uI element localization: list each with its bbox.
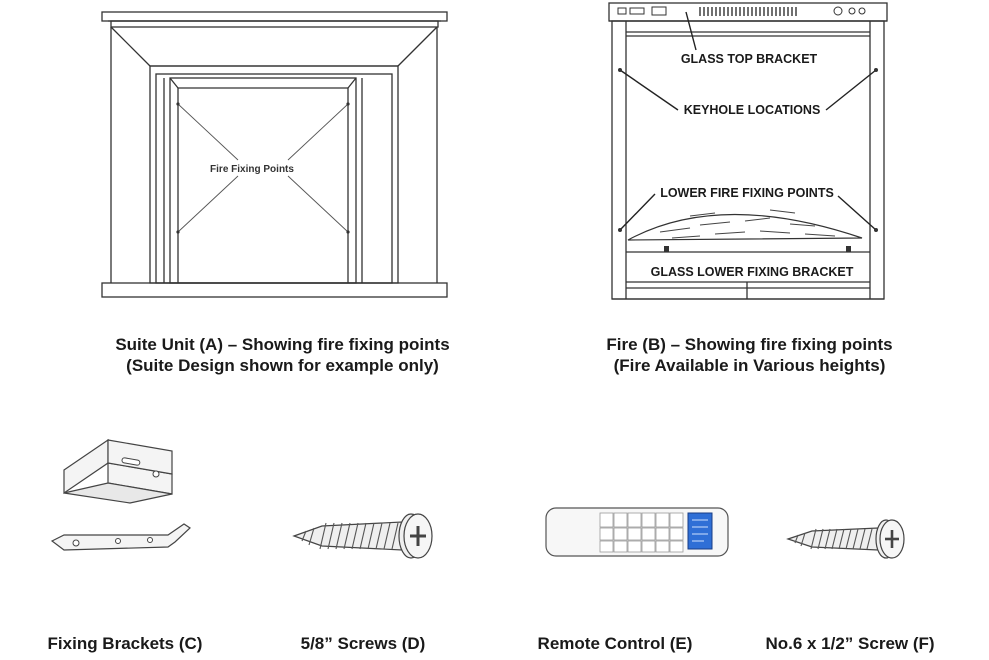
fire-lower-fixing-points-label: LOWER FIRE FIXING POINTS [660,186,834,200]
fire-glass-top-bracket-label: GLASS TOP BRACKET [681,52,818,66]
suite-caption: Suite Unit (A) – Showing fire fixing poi… [60,334,505,376]
fire-caption: Fire (B) – Showing fire fixing points (F… [527,334,972,376]
remote-screen [687,512,713,550]
fixing-brackets-caption: Fixing Brackets (C) [47,634,203,653]
fire-caption-line2: (Fire Available in Various heights) [613,356,886,375]
suite-caption-line1: Suite Unit (A) – Showing fire fixing poi… [115,335,450,354]
remote-control-caption: Remote Control (E) [537,634,693,653]
suite-plinth [101,282,448,298]
fire-caption-line1: Fire (B) – Showing fire fixing points [606,335,893,354]
screw-d-caption: 5/8” Screws (D) [300,634,426,653]
fire-fuel-bed [627,213,863,241]
suite-mantel-frieze [110,20,439,28]
suite-caption-line2: (Suite Design shown for example only) [126,356,439,375]
fire-lower-bracket-label: GLASS LOWER FIXING BRACKET [651,265,854,279]
suite-fixing-points-label: Fire Fixing Points [210,164,294,175]
screw-f-caption: No.6 x 1/2” Screw (F) [765,634,935,653]
fire-keyhole-label: KEYHOLE LOCATIONS [684,103,821,117]
